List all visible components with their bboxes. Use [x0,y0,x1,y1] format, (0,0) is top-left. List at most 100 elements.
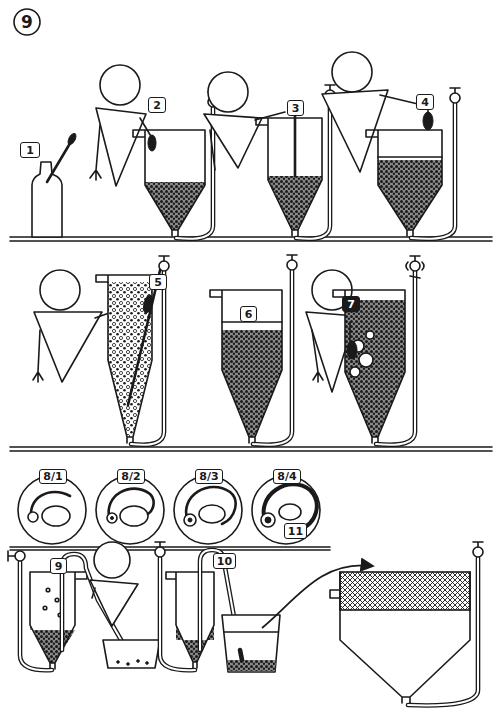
hatching-jar [210,290,282,443]
callout-text: 5 [154,277,162,288]
larva [137,660,140,663]
air-bubble [350,367,360,377]
brush-bristles [66,132,77,145]
callout-text: 8/3 [199,471,218,482]
egg-mass [345,300,405,437]
person-body [34,312,102,382]
hatching-jar [166,572,214,668]
callout-text: 10 [217,556,232,567]
callout-text: 4 [421,97,429,108]
egg-mass [222,330,282,437]
hand-on-tap [406,262,424,278]
tap [473,547,483,557]
air-bubble [55,598,59,602]
larva [127,663,130,666]
mesh-screen [340,572,470,610]
hatching-jar [30,572,87,669]
person-body [204,114,262,168]
callout-number: 1 [20,142,40,158]
callout-number: 8/3 [195,469,223,484]
water-tube-bore [408,558,478,705]
hatching-jar [256,118,322,236]
person-body [96,108,146,186]
yolk-sac [199,505,225,523]
tap [159,261,169,271]
collecting-bowl [103,640,160,668]
egg-circle [174,476,242,544]
callout-text: 6 [245,309,253,320]
hatching-jar [333,290,405,443]
egg-circle [18,476,86,544]
person-head [40,270,80,310]
person-arm [92,588,95,598]
shelf-line [10,447,492,451]
hatching-jar [133,130,205,236]
callout-text: 11 [288,526,303,537]
callout-text: 9 [21,14,33,31]
tap-handle [473,542,483,547]
water-tube [253,270,292,445]
person-head [94,542,130,578]
callout-text: 3 [292,103,300,114]
tap [450,93,460,103]
rearing-jar [330,572,470,703]
yolk-sac [120,506,148,526]
tap [155,547,165,557]
egg-circle [252,476,320,544]
water-tube-bore [131,271,164,445]
larva [146,662,149,665]
embryo-eye [111,517,114,520]
callout-text: 2 [153,100,161,111]
callout-number: 10 [213,553,236,569]
water-line [378,156,442,158]
water-tube [160,558,195,670]
water-tube [296,100,330,239]
embryo-head [261,513,275,527]
callout-number: 2 [148,97,166,113]
callout-number: 6 [240,306,257,322]
water-tube-bore [253,270,292,445]
water-tube [411,103,455,239]
callout-number: 9 [50,558,67,574]
embryo-head [107,513,117,523]
person-head [332,52,372,92]
person-arm [210,112,285,170]
figure-number: 9 [13,8,41,36]
filling-funnel [294,116,297,176]
tap-handle [450,88,460,93]
person-hand [347,341,357,359]
tap-handle [410,256,420,261]
tap-handle [325,85,335,90]
egg-mass [378,160,442,230]
bottle [32,162,62,237]
callout-text: 7 [347,299,355,310]
water-tube-bore [376,271,415,445]
water-line [224,631,278,633]
callout-text: 9 [55,561,63,572]
callout-number: 5 [149,274,167,290]
person-head [100,65,140,105]
embryo-eye [265,517,271,523]
water-tube [408,558,478,705]
air-bubble [366,331,374,339]
tap-handle [287,255,297,260]
water-tube [131,271,164,445]
callout-text: 8/2 [121,471,140,482]
egg-ladle [423,112,433,130]
embryo-head [184,514,196,526]
callout-number: 8/1 [39,469,67,484]
embryo-head [28,512,38,522]
tap-handle [8,551,15,561]
water-tube-bore [20,562,52,670]
callout-number: 7 [342,296,360,312]
callout-number: 4 [416,94,434,110]
egg-mass [145,182,205,230]
callout-text: 1 [26,145,34,156]
air-bubble [43,606,47,610]
yolk-sac [42,506,70,526]
water-tube-bore [176,108,213,239]
beaker [222,615,280,672]
shelf-line [10,547,330,550]
air-bubble [46,588,50,592]
